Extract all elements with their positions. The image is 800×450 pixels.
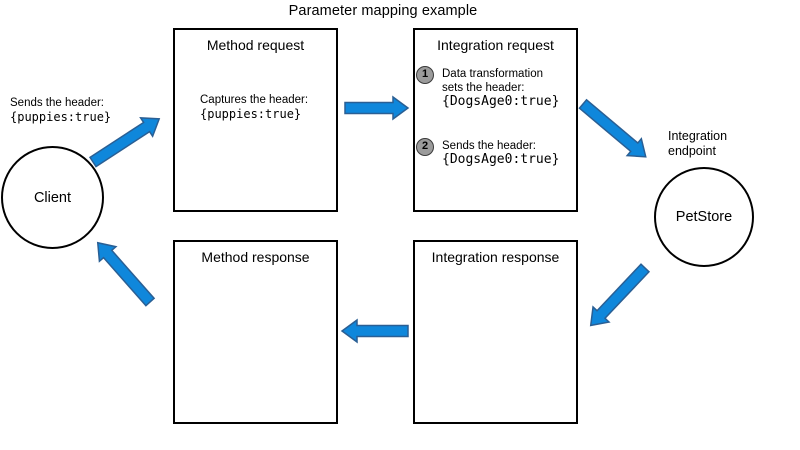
integration-request-step-2: 2 Sends the header: {DogsAge0:true} (416, 138, 559, 167)
client-label: Client (33, 189, 72, 206)
step-1-number-badge: 1 (416, 66, 434, 84)
arrow-endpoint-to-integration-response (589, 263, 651, 327)
client-note-text: Sends the header: (10, 97, 104, 109)
integration-endpoint-caption: Integration endpoint (668, 129, 728, 158)
integration-response-title: Integration response (431, 249, 560, 265)
petstore-label: PetStore (675, 209, 733, 225)
arrow-integration-response-to-method-response (340, 318, 409, 344)
arrow-method-response-to-client (96, 241, 156, 307)
method-request-body: Captures the header: {puppies:true} (200, 93, 308, 121)
integration-request-box: Integration request 1 Data transformatio… (413, 28, 578, 212)
integration-request-step-1: 1 Data transformation sets the header: {… (416, 66, 559, 109)
method-response-title: Method response (201, 249, 310, 265)
arrow-integration-request-to-endpoint (578, 98, 647, 158)
method-response-box: Method response (173, 240, 338, 424)
method-request-body-text: Captures the header: (200, 94, 309, 106)
step-2-line-1: Sends the header: (442, 140, 536, 152)
client-note: Sends the header: {puppies:true} (10, 96, 111, 124)
arrow-client-to-method-request (88, 117, 161, 168)
integration-response-box: Integration response (413, 240, 578, 424)
method-request-title: Method request (206, 37, 305, 53)
method-request-body-code: {puppies:true} (200, 107, 302, 121)
step-1-line-2: sets the header: (442, 82, 525, 94)
client-note-code: {puppies:true} (10, 110, 112, 124)
step-1-text: Data transformation sets the header: {Do… (442, 67, 559, 109)
client-node: Client (1, 146, 104, 249)
diagram-title: Parameter mapping example (288, 3, 478, 19)
step-2-text: Sends the header: {DogsAge0:true} (442, 139, 559, 167)
integration-request-title: Integration request (437, 37, 554, 53)
arrow-method-request-to-integration-request (344, 95, 410, 121)
step-2-number-badge: 2 (416, 138, 434, 156)
step-1-code: {DogsAge0:true} (442, 94, 560, 109)
method-request-box: Method request Captures the header: {pup… (173, 28, 338, 212)
step-1-line-1: Data transformation (442, 68, 543, 80)
integration-endpoint-node: PetStore (654, 167, 754, 267)
step-2-code: {DogsAge0:true} (442, 152, 560, 167)
